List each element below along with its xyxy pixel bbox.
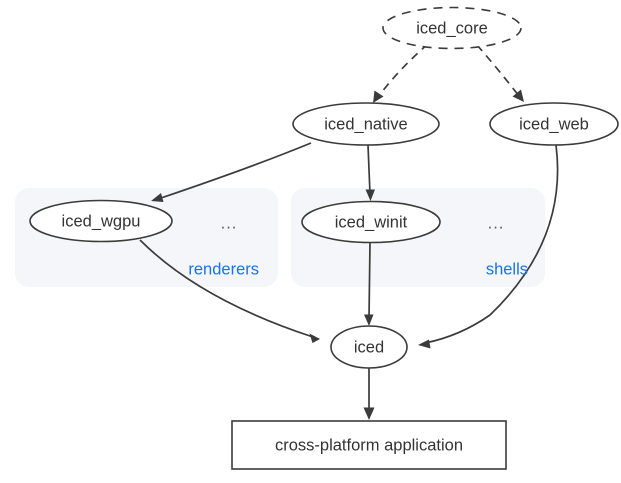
node-iced-wgpu-label: iced_wgpu [62, 212, 141, 230]
node-iced-web[interactable]: iced_web [489, 102, 619, 146]
cluster-renderers-label: renderers [188, 260, 259, 278]
node-iced-web-shape [489, 102, 619, 146]
edge-iced-native-to-iced-wgpu [157, 142, 312, 200]
node-iced-native-label: iced_native [324, 115, 407, 133]
node-iced-core-label: iced_core [416, 19, 488, 37]
edge-iced-web-to-iced-arrowhead [418, 339, 431, 349]
edge-iced-native-to-iced-winit [367, 144, 371, 195]
edge-iced-web-to-iced [424, 144, 559, 344]
node-iced-native-shape [292, 102, 440, 146]
edge-iced-native-to-iced-wgpu-arrowhead [151, 193, 164, 202]
node-iced-shape [330, 325, 408, 369]
node-iced-web-label: iced_web [519, 115, 589, 133]
edge-iced-wgpu-to-iced [139, 239, 314, 338]
edge-iced-core-to-iced-native [377, 43, 429, 98]
node-iced-core[interactable]: iced_core [382, 6, 522, 50]
edge-iced-winit-to-iced-arrowhead [364, 314, 374, 326]
node-iced-wgpu[interactable]: iced_wgpu [29, 199, 173, 243]
edge-iced-to-application-arrowhead [363, 407, 375, 420]
node-iced[interactable]: iced [330, 325, 408, 369]
node-iced-wgpu-shape [29, 199, 173, 243]
node-cross-platform-application-label: cross-platform application [275, 436, 463, 454]
edge-iced-wgpu-to-iced-arrowhead [309, 333, 320, 343]
edge-iced-core-to-iced-native-arrowhead [373, 90, 384, 103]
cluster-shells-ellipsis: ... [488, 214, 505, 232]
node-iced-native[interactable]: iced_native [292, 102, 440, 146]
node-cross-platform-application[interactable]: cross-platform application [231, 420, 507, 470]
edge-iced-native-to-iced-winit-arrowhead [365, 189, 375, 201]
node-iced-label: iced [354, 338, 384, 356]
node-cross-platform-application-shape [231, 420, 507, 470]
edge-iced-core-to-iced-web-arrowhead [512, 89, 524, 102]
cluster-shells-label: shells [486, 260, 528, 278]
cluster-renderers-ellipsis: ... [221, 214, 238, 232]
edge-iced-winit-to-iced [368, 241, 371, 320]
node-iced-winit-label: iced_winit [335, 213, 408, 231]
node-iced-winit[interactable]: iced_winit [301, 200, 441, 244]
node-iced-winit-shape [301, 200, 441, 244]
node-iced-core-shape [382, 6, 522, 50]
edge-iced-core-to-iced-web [476, 44, 520, 97]
